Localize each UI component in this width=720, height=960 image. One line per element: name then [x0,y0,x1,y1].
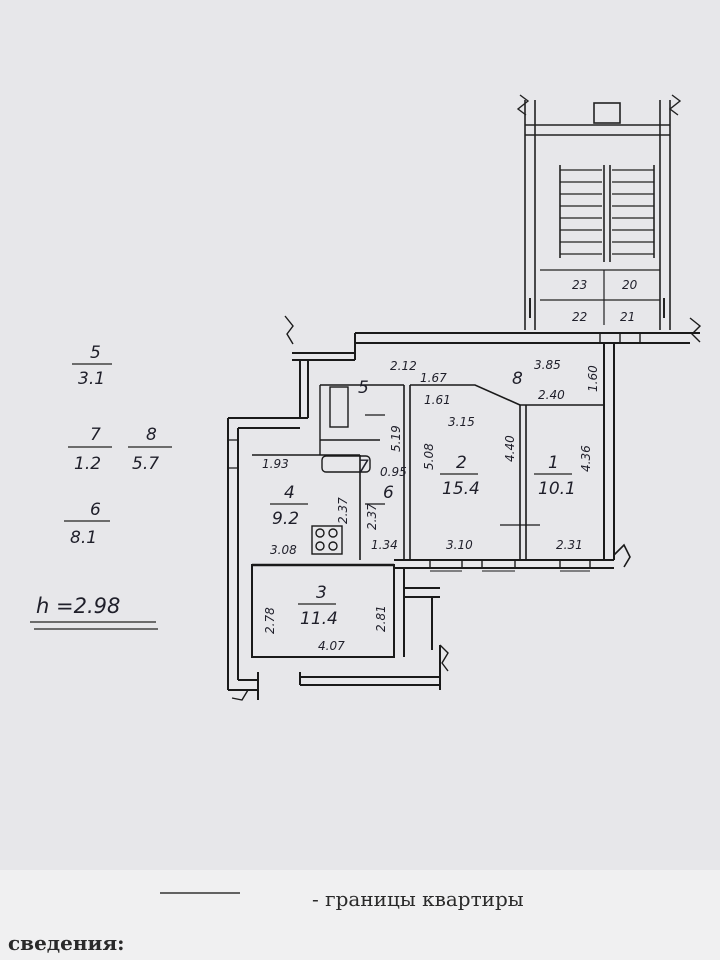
room-dimension: 2.81 [374,605,388,632]
stair-number-23: 23 [572,278,587,292]
legend: - границы квартиры сведения: [8,887,524,955]
room-2: 2 15.4 3.15 4.40 5.08 3.10 1.61 [422,393,517,552]
room-number: 4 [284,483,295,503]
room-dimension: 4.36 [579,445,593,472]
ceiling-height: h =2.98 [36,594,120,618]
room-5: 5 5.19 [358,378,403,452]
room-dimension: 2.37 [336,497,350,524]
side-room-number: 7 [90,425,101,445]
footer-label: сведения: [8,931,124,955]
side-room-number: 6 [90,500,101,520]
legend-text: - границы квартиры [312,887,524,911]
stair-number-20: 20 [622,278,638,292]
stove-icon [311,525,343,555]
room-6: 6 2.37 1.34 [365,483,398,552]
room-3: 3 11.4 2.78 2.81 4.07 [263,583,388,653]
room-area: 10.1 [538,479,576,499]
room-dimension: 2.40 [538,388,565,402]
room-8: 8 2.12 1.67 3.85 1.60 [390,358,600,392]
side-room-area: 8.1 [70,528,97,548]
room-area: 15.4 [442,479,480,499]
paper-bottom-strip [0,870,720,960]
bathtub [321,455,371,473]
room-dimension: 3.85 [534,358,561,372]
room-dimension: 2.37 [365,503,379,530]
side-room-area: 1.2 [74,454,101,474]
stair-number-22: 22 [572,310,587,324]
room-1: 1 10.1 2.40 4.36 2.31 [534,388,593,552]
room-dimension: 5.08 [422,443,436,470]
room-number: 2 [456,453,467,473]
room-dimension: 2.12 [390,359,417,373]
room-dimension: 2.31 [556,538,583,552]
stair-number-21: 21 [620,310,635,324]
room-area: 9.2 [272,509,299,529]
fixtures [311,386,371,555]
side-room-area: 5.7 [132,454,159,474]
room-number: 1 [548,453,559,473]
room-dimension: 1.34 [371,538,398,552]
side-room-area: 3.1 [78,369,105,389]
room-number: 8 [512,369,523,389]
stair-numbers: 23 20 22 21 [572,278,638,324]
side-room-list: 5 3.1 7 1.2 8 5.7 6 8.1 h =2.98 [30,343,172,630]
room-7: 7 0.95 [358,457,407,479]
room-dimension: 5.19 [389,425,403,452]
room-dimension: 3.15 [448,415,475,429]
room-number: 6 [383,483,394,503]
room-dimension: 3.10 [446,538,473,552]
side-room-number: 5 [90,343,101,363]
room-dimension: 1.67 [420,371,447,385]
side-room-number: 8 [146,425,157,445]
apartment-walls [227,315,702,701]
room-dimension: 0.95 [380,465,407,479]
room-area: 11.4 [300,609,338,629]
room-number: 3 [316,583,327,603]
room-dimension: 4.07 [318,639,345,653]
room-dimension: 1.61 [424,393,451,407]
toilet-tank [329,386,349,428]
room-dimension: 2.78 [263,607,277,634]
room-4: 4 9.2 1.93 3.08 2.37 [262,457,350,557]
room-dimension: 3.08 [270,543,297,557]
room-dimension: 1.60 [586,365,600,392]
room-number: 7 [358,457,369,477]
room-number: 5 [358,378,369,398]
staircase [516,94,682,330]
room-dimension: 4.40 [503,435,517,462]
room-dimension: 1.93 [262,457,289,471]
